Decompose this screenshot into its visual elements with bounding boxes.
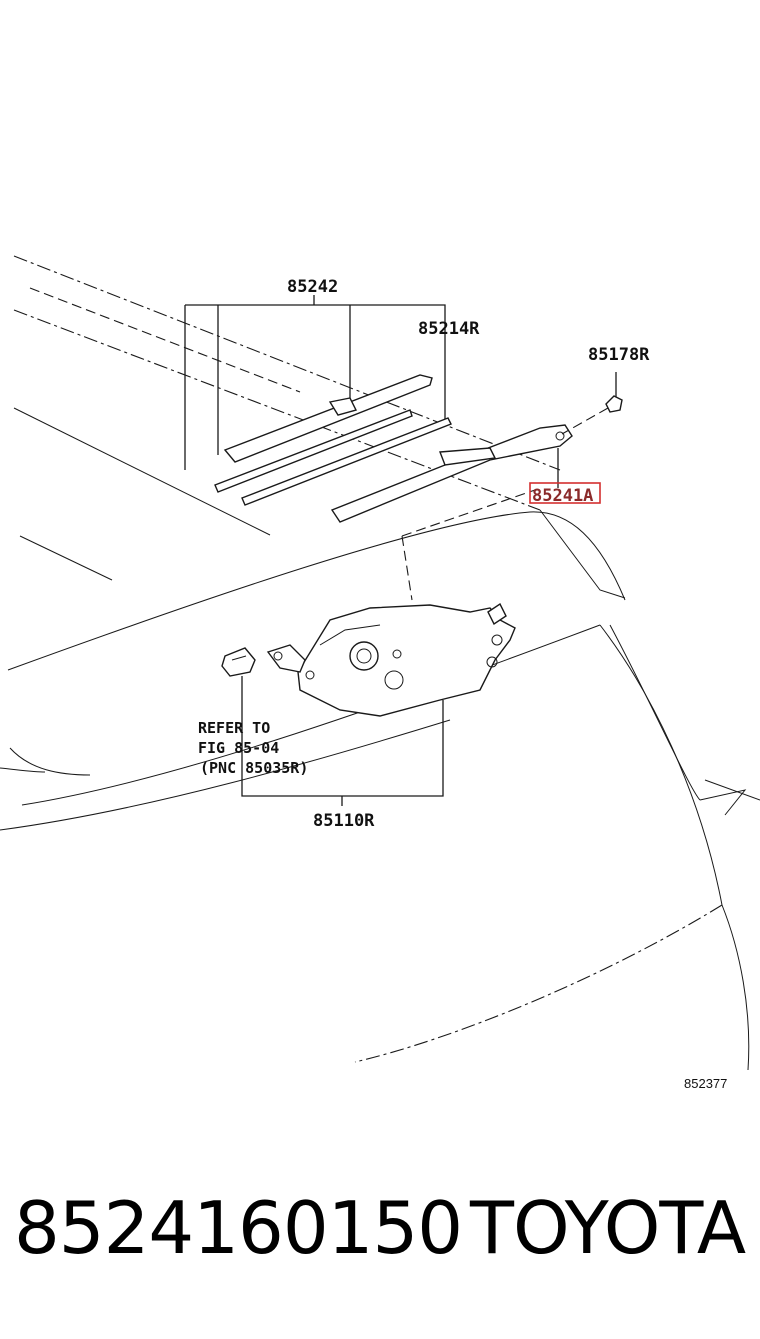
assembly-guides: [401, 448, 559, 601]
wiper-motor: [221, 602, 516, 717]
refer-line-3: (PNC 85035R): [200, 759, 308, 777]
motor-bracket: [241, 676, 444, 806]
brand-name: TOYOTA: [470, 1186, 746, 1270]
label-85110r[interactable]: 85110R: [313, 811, 375, 831]
refer-line-2: FIG 85-04: [198, 739, 279, 757]
wiper-blade: [214, 374, 452, 506]
caption-bar: 8524160150 TOYOTA: [0, 1186, 760, 1286]
highlight-box: [529, 482, 601, 504]
wiper-arm: [330, 424, 573, 523]
blade-assy-bracket: [184, 295, 446, 470]
label-85242[interactable]: 85242: [287, 277, 338, 297]
label-85241a[interactable]: 85241A: [532, 486, 593, 506]
refer-line-1: REFER TO: [198, 719, 270, 737]
part-number: 8524160150: [14, 1186, 463, 1270]
label-85178r[interactable]: 85178R: [588, 345, 650, 365]
figure-code: 852377: [684, 1076, 727, 1091]
vehicle-body-outline: [0, 255, 760, 1071]
cap-part: [561, 372, 623, 435]
label-85214r[interactable]: 85214R: [418, 319, 480, 339]
